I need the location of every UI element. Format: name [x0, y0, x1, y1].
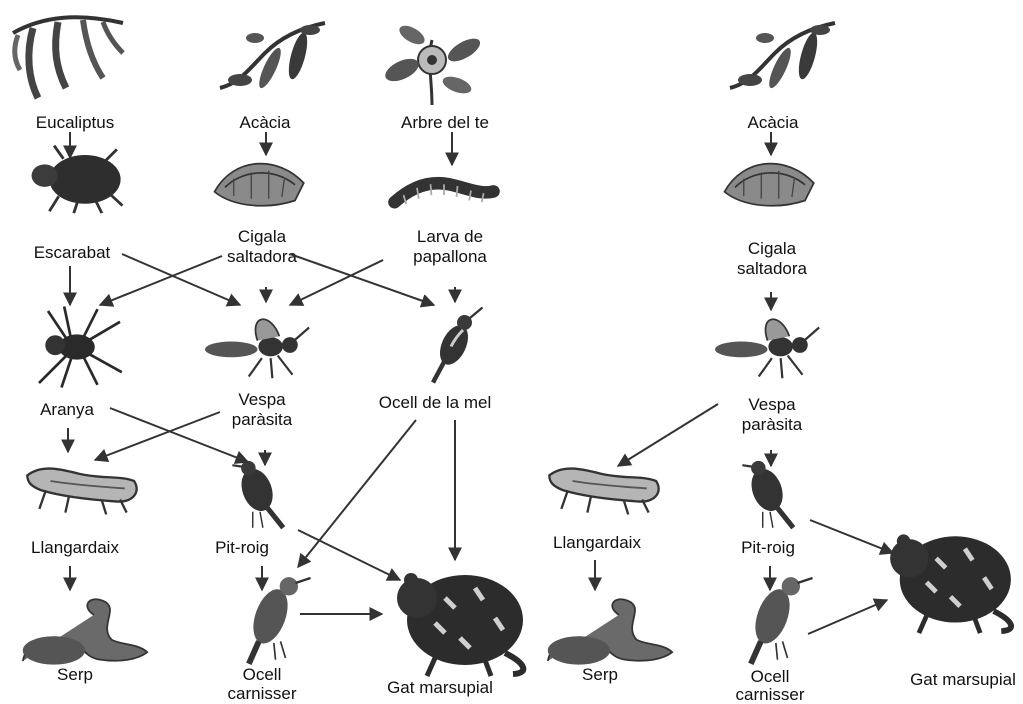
honeyeater-illustration	[433, 308, 483, 383]
label-llangardaix: Llangardaix	[31, 538, 119, 557]
label-escarabat: Escarabat	[34, 243, 111, 262]
tea-tree-illustration	[382, 22, 484, 105]
leafhopper-illustration	[215, 164, 304, 206]
right-web-arrows	[595, 132, 893, 634]
label-serp: Serp	[57, 665, 93, 684]
eucalyptus-illustration	[13, 17, 123, 98]
label-llangardaix-right: Llangardaix	[553, 533, 641, 552]
label-pit-roig-right: Pit-roig	[741, 538, 795, 557]
label-arbre-del-te: Arbre del te	[401, 113, 489, 132]
label-cigala-right-line1: Cigala	[748, 239, 797, 258]
label-cigala-line2: saltadora	[227, 247, 297, 266]
snake-illustration	[23, 599, 147, 664]
label-ocell-de-la-mel: Ocell de la mel	[379, 393, 491, 412]
label-larva-line1: Larva de	[417, 227, 483, 246]
possum-illustration	[397, 573, 523, 676]
arrow-pit-roig-gat	[298, 530, 400, 580]
label-ocell-carnisser-right-line2: carnisser	[736, 685, 805, 704]
butcherbird-illustration	[247, 577, 311, 664]
robin-illustration-right	[742, 461, 793, 528]
wasp-illustration-right	[715, 319, 819, 378]
label-pit-roig: Pit-roig	[215, 538, 269, 557]
label-vespa-line1: Vespa	[238, 390, 286, 409]
butcherbird-illustration-right	[749, 577, 813, 664]
label-ocell-carnisser-line2: carnisser	[228, 684, 297, 703]
lizard-illustration	[27, 469, 136, 515]
label-vespa-right-line2: paràsita	[742, 415, 803, 434]
robin-illustration	[232, 461, 283, 528]
arrow-vespa-llangardaix-right	[618, 404, 718, 466]
label-vespa-line2: paràsita	[232, 410, 293, 429]
right-food-web: Acàcia Cigala saltadora Vespa paràsita L…	[548, 23, 1016, 704]
label-vespa-right-line1: Vespa	[748, 395, 796, 414]
acacia-illustration	[220, 23, 325, 90]
left-food-web: Eucaliptus Acàcia Arbre del te Escarabat…	[13, 17, 523, 703]
arrow-aranya-pit-roig	[110, 408, 248, 462]
label-serp-right: Serp	[582, 665, 618, 684]
wasp-illustration	[205, 319, 309, 378]
label-acacia-right: Acàcia	[747, 113, 799, 132]
label-gat-marsupial-right: Gat marsupial	[910, 670, 1016, 689]
arrow-pit-roig-gat-right	[810, 520, 893, 553]
caterpillar-illustration	[395, 183, 494, 204]
label-cigala-right-line2: saltadora	[737, 259, 807, 278]
label-ocell-carnisser-line1: Ocell	[243, 665, 282, 684]
label-eucaliptus: Eucaliptus	[36, 113, 114, 132]
arrow-ocell-mel-ocell-carnisser	[298, 420, 416, 567]
label-gat-marsupial: Gat marsupial	[387, 678, 493, 697]
arrow-vespa-llangardaix	[95, 412, 220, 460]
label-cigala-line1: Cigala	[238, 227, 287, 246]
spider-illustration	[39, 307, 122, 388]
arrow-ocell-carnisser-gat-right	[808, 600, 887, 634]
label-larva-line2: papallona	[413, 247, 487, 266]
possum-illustration-right	[890, 534, 1011, 633]
snake-illustration-right	[548, 599, 672, 664]
label-acacia: Acàcia	[239, 113, 291, 132]
acacia-illustration-right	[730, 23, 835, 90]
beetle-illustration	[32, 146, 123, 214]
arrow-cigala-aranya	[100, 256, 222, 305]
lizard-illustration-right	[549, 469, 658, 515]
label-ocell-carnisser-right-line1: Ocell	[751, 667, 790, 686]
label-aranya: Aranya	[40, 400, 94, 419]
arrow-escarabat-vespa	[122, 254, 240, 305]
leafhopper-illustration-right	[725, 164, 814, 206]
